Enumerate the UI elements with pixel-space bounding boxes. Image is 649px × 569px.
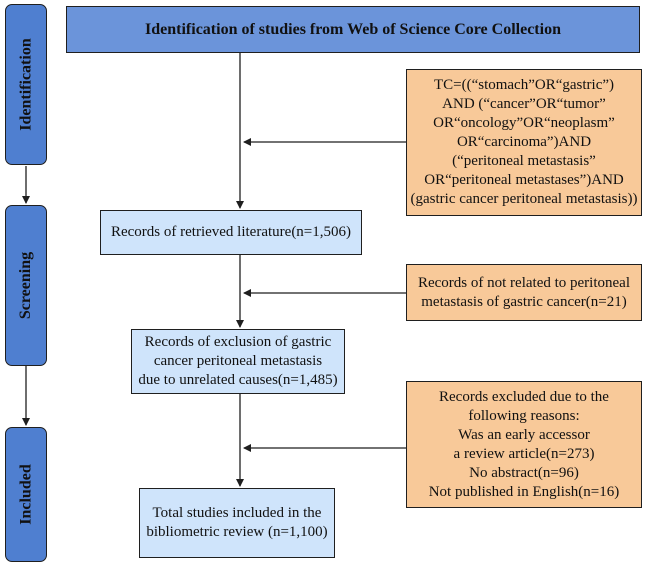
stage-identification-label: Identification <box>17 38 35 131</box>
search-query-box: TC=((“stomach”OR“gastric”) AND (“cancer”… <box>406 69 642 216</box>
stage-screening-label: Screening <box>17 251 35 320</box>
header-box: Identification of studies from Web of Sc… <box>66 6 640 53</box>
included-total-box: Total studies included in the bibliometr… <box>139 488 335 558</box>
records-retrieved-box: Records of retrieved literature(n=1,506) <box>100 210 362 255</box>
stage-included-label: Included <box>17 464 35 525</box>
excluded-unrelated-box: Records of not related to peritoneal met… <box>406 264 642 321</box>
stage-screening: Screening <box>5 205 47 366</box>
records-after-exclusion-box: Records of exclusion of gastric cancer p… <box>131 329 345 394</box>
stage-included: Included <box>5 427 47 562</box>
stage-identification: Identification <box>5 4 47 165</box>
excluded-reasons-box: Records excluded due to the following re… <box>406 381 642 508</box>
